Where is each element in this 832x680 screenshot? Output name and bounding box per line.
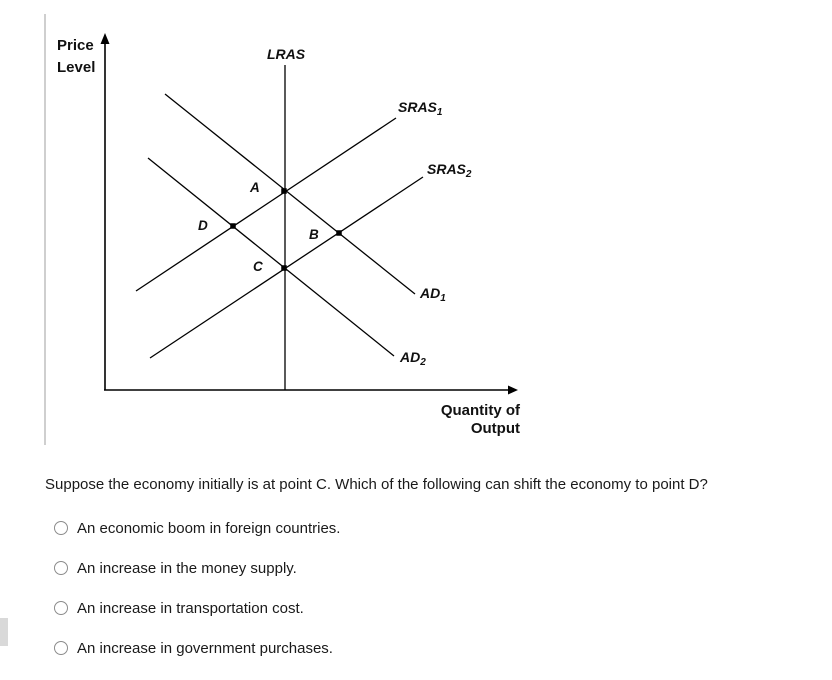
point-a [281,188,287,194]
point-label-c: C [253,259,263,274]
option-label: An economic boom in foreign countries. [77,519,341,537]
point-b [336,230,342,236]
curve-label-lras: LRAS [267,46,306,62]
scrollbar-fragment [0,618,8,646]
point-d [230,223,236,229]
radio-button[interactable] [54,521,68,535]
option-label: An increase in government purchases. [77,639,333,657]
x-axis-label: Output [471,420,520,437]
point-label-d: D [198,218,208,233]
y-axis-label: Price [57,37,94,54]
curve-label-sras1: SRAS1 [398,99,443,118]
x-axis-label: Quantity of [441,402,521,419]
radio-button[interactable] [54,641,68,655]
answer-option-2[interactable]: An increase in the money supply. [54,548,340,588]
answer-option-3[interactable]: An increase in transportation cost. [54,588,340,628]
y-axis-label: Level [57,59,95,76]
y-axis-arrow-icon [100,33,110,44]
options-list: An economic boom in foreign countries. An… [54,508,340,668]
point-label-a: A [249,180,260,195]
radio-button[interactable] [54,601,68,615]
curve-ad1 [164,93,416,295]
answer-option-1[interactable]: An economic boom in foreign countries. [54,508,340,548]
point-label-b: B [309,227,319,242]
curve-label-ad2: AD2 [399,349,426,368]
option-label: An increase in transportation cost. [77,599,304,617]
curve-sras1 [135,117,397,292]
curve-ad2 [147,157,395,357]
curve-label-ad1: AD1 [419,285,446,304]
answer-option-4[interactable]: An increase in government purchases. [54,628,340,668]
option-label: An increase in the money supply. [77,559,297,577]
curve-label-sras2: SRAS2 [427,161,472,180]
point-c [281,265,287,271]
question-text: Suppose the economy initially is at poin… [45,476,708,493]
radio-button[interactable] [54,561,68,575]
x-axis-arrow-icon [508,385,518,395]
